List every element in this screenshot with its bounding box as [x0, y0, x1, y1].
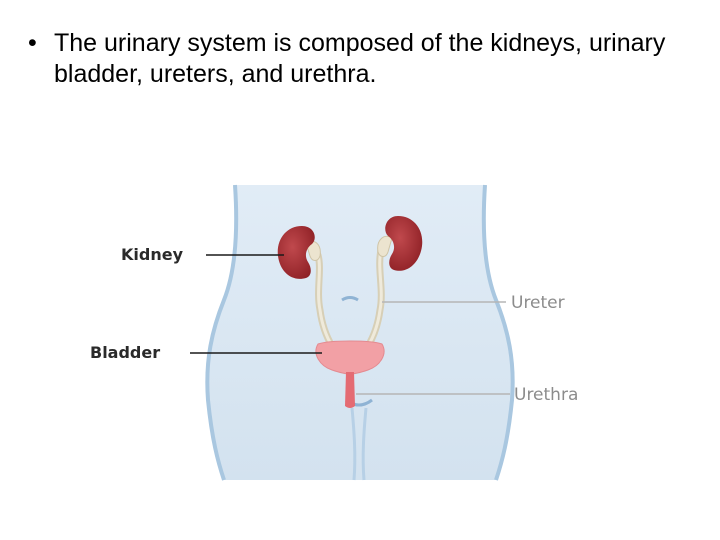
bladder	[315, 340, 385, 375]
torso-outline-left	[205, 184, 239, 481]
ureter-label: Ureter	[511, 293, 565, 313]
leg-outline-right	[361, 407, 368, 481]
urethra-label: Urethra	[514, 385, 578, 405]
bullet-point: • The urinary system is composed of the …	[28, 28, 708, 90]
renal-pelvis-right	[377, 235, 393, 257]
torso-outline-right	[481, 184, 515, 481]
slide-text: • The urinary system is composed of the …	[28, 28, 708, 90]
urethra	[345, 372, 355, 408]
bullet-text: The urinary system is composed of the ki…	[54, 29, 666, 88]
torso-silhouette	[207, 185, 513, 480]
bladder-label: Bladder	[90, 343, 160, 362]
bullet-icon: •	[28, 29, 37, 57]
kidney-right	[385, 216, 423, 271]
ureter-left-inner	[316, 253, 334, 348]
kidney-label: Kidney	[121, 245, 184, 264]
ureter-right-inner	[366, 248, 383, 348]
navel-mark	[341, 296, 359, 302]
kidney-left	[277, 226, 315, 279]
leg-outline-left	[350, 407, 357, 481]
